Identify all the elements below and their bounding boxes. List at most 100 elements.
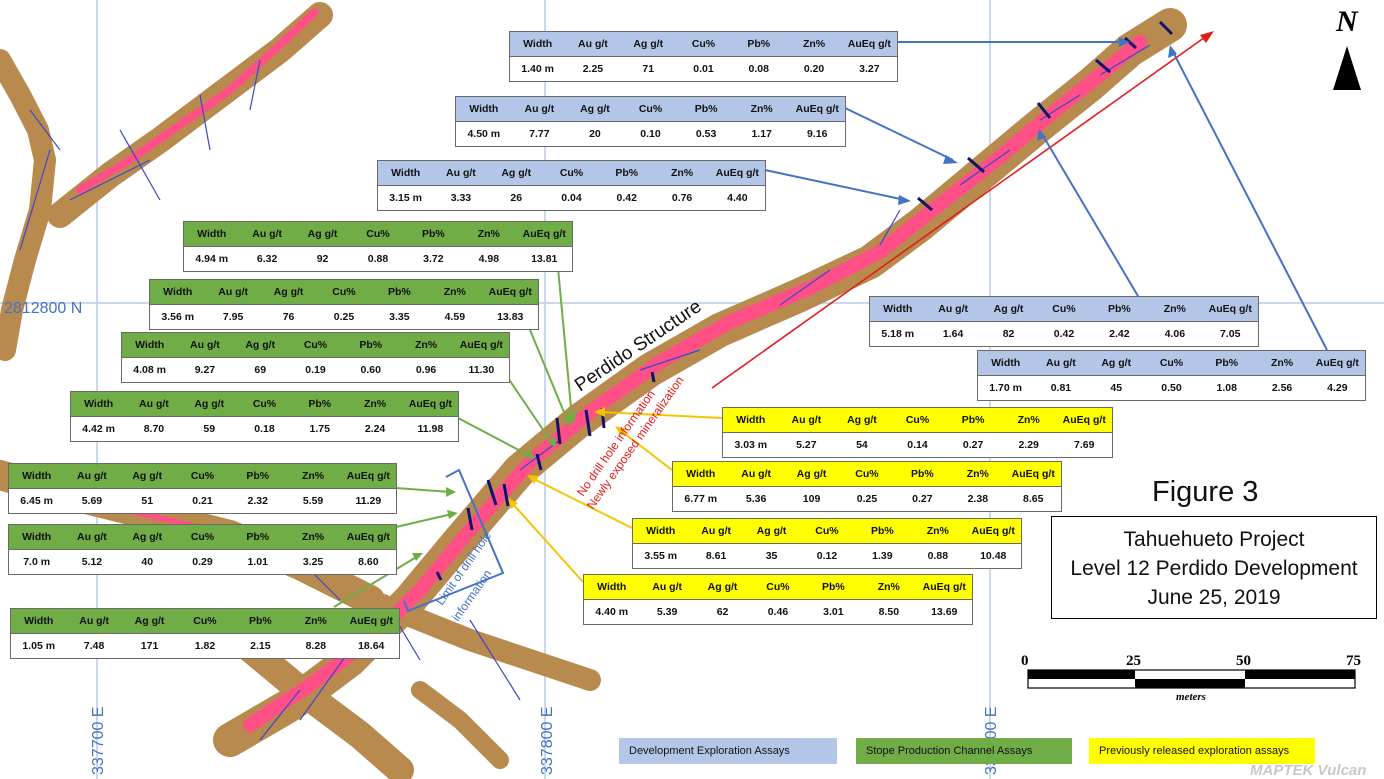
- value-cell: 0.96: [415, 364, 437, 376]
- value-cell: 11.30: [468, 364, 495, 376]
- header-cell: Width: [646, 525, 676, 537]
- value-cell: 5.69: [81, 495, 103, 507]
- value-cell: 3.15 m: [389, 192, 422, 204]
- value-cell: 0.20: [803, 63, 825, 75]
- map-date: June 25, 2019: [1147, 586, 1281, 609]
- value-cell: 5.39: [656, 606, 678, 618]
- header-cell: Cu%: [855, 468, 879, 480]
- value-cell: 9.16: [807, 128, 828, 140]
- header-cell: Width: [736, 414, 766, 426]
- header-cell: Zn%: [670, 167, 694, 179]
- value-cell: 76: [282, 311, 295, 323]
- legend-stope: Stope Production Channel Assays: [856, 738, 1072, 764]
- value-cell: 62: [716, 606, 729, 618]
- value-cell: 92: [316, 253, 329, 265]
- value-cell: 0.12: [816, 550, 838, 562]
- value-cell: 6.77 m: [684, 493, 718, 505]
- drill-limit-bracket: [403, 468, 505, 613]
- value-cell: 6.32: [256, 253, 278, 265]
- header-cell: Pb%: [961, 414, 985, 426]
- header-cell: Pb%: [822, 581, 845, 593]
- value-cell: 1.39: [872, 550, 893, 562]
- header-cell: Au g/t: [190, 339, 220, 351]
- header-cell: AuEq g/t: [459, 339, 503, 351]
- header-cell: Ag g/t: [993, 303, 1024, 315]
- scale-unit: meters: [1176, 691, 1206, 703]
- header-cell: Width: [686, 468, 716, 480]
- scale-tick-0: 0: [1021, 653, 1029, 669]
- value-cell: 4.06: [1164, 328, 1186, 340]
- header-cell: Cu%: [815, 525, 839, 537]
- figure-label: Figure 3: [1152, 476, 1259, 508]
- title-box: Tahuehueto Project Level 12 Perdido Deve…: [1051, 516, 1377, 619]
- header-cell: Width: [24, 615, 54, 627]
- header-cell: Au g/t: [77, 531, 107, 543]
- value-cell: 4.40: [727, 192, 748, 204]
- value-cell: 20: [589, 128, 601, 140]
- easting-label-1: 337700 E: [90, 706, 107, 775]
- header-cell: Zn%: [966, 468, 989, 480]
- header-cell: AuEq g/t: [1315, 357, 1359, 369]
- header-cell: AuEq g/t: [971, 525, 1015, 537]
- value-cell: 0.01: [693, 63, 714, 75]
- value-cell: 1.64: [942, 328, 964, 340]
- header-cell: Au g/t: [938, 303, 968, 315]
- value-cell: 26: [510, 192, 523, 204]
- value-cell: 4.08 m: [133, 364, 166, 376]
- value-cell: 3.33: [450, 192, 472, 204]
- value-cell: 0.10: [640, 128, 661, 140]
- value-cell: 3.35: [389, 311, 410, 323]
- header-cell: Zn%: [304, 615, 327, 627]
- value-cell: 1.17: [751, 128, 772, 140]
- value-cell: 0.19: [305, 364, 326, 376]
- header-cell: Au g/t: [252, 228, 282, 240]
- header-cell: Cu%: [252, 398, 277, 410]
- leader-arrows: [333, 37, 1328, 608]
- value-cell: 0.42: [616, 192, 637, 204]
- value-cell: 5.59: [302, 495, 324, 507]
- value-cell: 2.29: [1018, 439, 1039, 451]
- header-cell: Cu%: [1052, 303, 1076, 315]
- header-cell: Zn%: [802, 38, 826, 50]
- value-cell: 2.38: [967, 493, 989, 505]
- value-cell: 0.27: [962, 439, 984, 451]
- trend-arrow: [711, 31, 1214, 389]
- header-cell: Ag g/t: [307, 228, 338, 240]
- header-cell: Cu%: [190, 470, 215, 482]
- header-cell: Zn%: [877, 581, 900, 593]
- header-cell: AuEq g/t: [346, 531, 390, 543]
- value-cell: 0.21: [192, 495, 213, 507]
- header-cell: Pb%: [246, 470, 270, 482]
- header-cell: Pb%: [615, 167, 639, 179]
- value-cell: 0.60: [360, 364, 381, 376]
- value-cell: 69: [254, 364, 267, 376]
- value-cell: 4.94 m: [195, 253, 229, 265]
- header-cell: Zn%: [301, 470, 325, 482]
- header-cell: Ag g/t: [796, 468, 827, 480]
- value-cell: 8.28: [305, 640, 327, 652]
- easting-label-2: 337800 E: [539, 706, 556, 775]
- header-cell: Zn%: [750, 103, 773, 115]
- header-cell: Width: [991, 357, 1021, 369]
- value-cell: 4.29: [1327, 382, 1348, 394]
- header-cell: Ag g/t: [132, 531, 163, 543]
- header-cell: Au g/t: [791, 414, 822, 426]
